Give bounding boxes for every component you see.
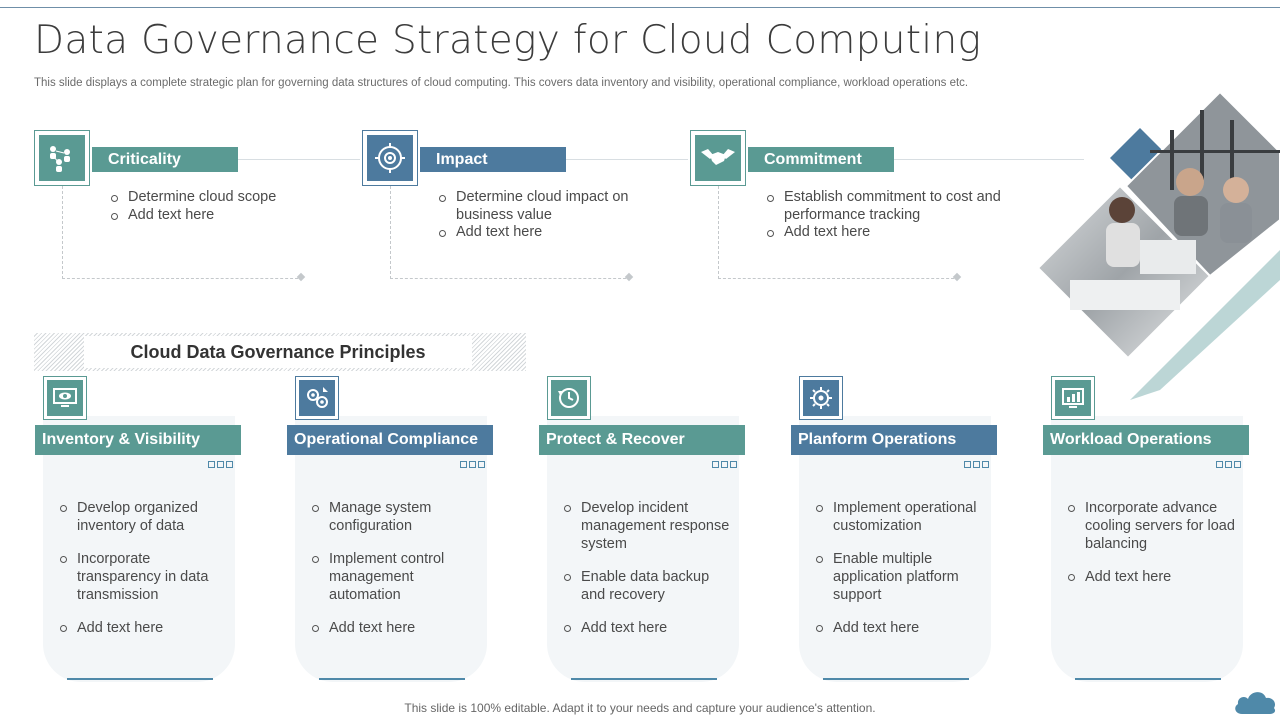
connector-end-dot <box>952 272 962 282</box>
connector-end-dot <box>296 272 306 282</box>
step-criticality: Criticality Determine cloud scope Add te… <box>34 130 364 290</box>
workload-monitor-icon <box>1055 380 1091 416</box>
card-bullets: Develop incident management response sys… <box>563 499 733 652</box>
bullet-item: Add text here <box>59 619 229 637</box>
bullet-item: Enable data backup and recovery <box>563 568 733 604</box>
card-header: Protect & Recover <box>539 425 745 455</box>
card-bullets: Develop organized inventory of data Inco… <box>59 499 229 652</box>
timeline-line <box>894 159 1084 160</box>
card-header: Workload Operations <box>1043 425 1249 455</box>
bullet-item: Add text here <box>1067 568 1237 586</box>
step-label: Commitment <box>748 147 894 172</box>
step-connector <box>62 186 303 279</box>
card-bullets: Implement operational customization Enab… <box>815 499 985 652</box>
step-bullets: Determine cloud impact on business value… <box>438 189 678 242</box>
bullet-item: Establish commitment to cost and perform… <box>766 189 1006 224</box>
card-underline <box>319 678 465 680</box>
card-underline <box>1075 678 1221 680</box>
bullet-item: Enable multiple application platform sup… <box>815 550 985 604</box>
bullet-item: Add text here <box>311 619 481 637</box>
card-icon-frame <box>799 376 843 420</box>
team-photo-collage <box>1030 90 1280 400</box>
principle-card-protect-recover: Protect & Recover Develop incident manag… <box>539 376 745 684</box>
card-icon-frame <box>43 376 87 420</box>
card-bullets: Manage system configuration Implement co… <box>311 499 481 652</box>
top-rule <box>0 7 1280 8</box>
bullet-item: Add text here <box>110 207 350 225</box>
monitor-eye-icon <box>47 380 83 416</box>
card-dots <box>712 461 737 468</box>
photo-panel-left <box>1038 186 1210 358</box>
card-underline <box>67 678 213 680</box>
bullet-item: Add text here <box>563 619 733 637</box>
card-dots <box>208 461 233 468</box>
bullet-item: Manage system configuration <box>311 499 481 535</box>
step-commitment: Commitment Establish commitment to cost … <box>690 130 1020 290</box>
light-stripe <box>1130 250 1280 400</box>
step-icon-frame <box>34 130 90 186</box>
principles-title: Cloud Data Governance Principles <box>84 336 472 368</box>
card-dots <box>964 461 989 468</box>
principle-card-inventory: Inventory & Visibility Develop organized… <box>35 376 241 684</box>
bullet-item: Determine cloud impact on business value <box>438 189 678 224</box>
slide-subtitle: This slide displays a complete strategic… <box>34 77 969 89</box>
card-header: Inventory & Visibility <box>35 425 241 455</box>
step-impact: Impact Determine cloud impact on busines… <box>362 130 692 290</box>
footer-note: This slide is 100% editable. Adapt it to… <box>404 701 876 715</box>
card-dots <box>460 461 485 468</box>
card-dots <box>1216 461 1241 468</box>
bullet-item: Determine cloud scope <box>110 189 350 207</box>
cloud-icon <box>1232 686 1278 721</box>
bullet-item: Implement operational customization <box>815 499 985 535</box>
bullet-item: Incorporate transparency in data transmi… <box>59 550 229 604</box>
step-bullets: Establish commitment to cost and perform… <box>766 189 1006 242</box>
step-label: Impact <box>420 147 566 172</box>
bullet-item: Add text here <box>766 224 1006 242</box>
card-icon-frame <box>547 376 591 420</box>
card-background <box>1051 416 1243 682</box>
principle-card-workload-operations: Workload Operations Incorporate advance … <box>1043 376 1249 684</box>
card-bullets: Incorporate advance cooling servers for … <box>1067 499 1237 601</box>
card-icon-frame <box>295 376 339 420</box>
gears-icon <box>299 380 335 416</box>
step-connector <box>390 186 631 279</box>
card-icon-frame <box>1051 376 1095 420</box>
card-background <box>43 416 235 682</box>
bullet-item: Incorporate advance cooling servers for … <box>1067 499 1237 553</box>
step-label: Criticality <box>92 147 238 172</box>
bullet-item: Develop incident management response sys… <box>563 499 733 553</box>
handshake-icon <box>695 135 741 181</box>
card-underline <box>823 678 969 680</box>
connector-end-dot <box>624 272 634 282</box>
principle-card-planform-operations: Planform Operations Implement operationa… <box>791 376 997 684</box>
step-connector <box>718 186 959 279</box>
card-header: Operational Compliance <box>287 425 493 455</box>
card-background <box>547 416 739 682</box>
step-icon-frame <box>690 130 746 186</box>
slide-title: Data Governance Strategy for Cloud Compu… <box>34 18 982 63</box>
timeline-line <box>566 159 688 160</box>
card-background <box>295 416 487 682</box>
card-background <box>799 416 991 682</box>
card-header: Planform Operations <box>791 425 997 455</box>
people-network-icon <box>39 135 85 181</box>
bullet-item: Add text here <box>438 224 678 242</box>
clock-recover-icon <box>551 380 587 416</box>
timeline-line <box>238 159 360 160</box>
principle-card-operational-compliance: Operational Compliance Manage system con… <box>287 376 493 684</box>
card-underline <box>571 678 717 680</box>
principles-banner: Cloud Data Governance Principles <box>34 333 526 371</box>
gear-dollar-icon <box>803 380 839 416</box>
bullet-item: Add text here <box>815 619 985 637</box>
step-icon-frame <box>362 130 418 186</box>
bullet-item: Implement control management automation <box>311 550 481 604</box>
gear-target-icon <box>367 135 413 181</box>
step-bullets: Determine cloud scope Add text here <box>110 189 350 224</box>
bullet-item: Develop organized inventory of data <box>59 499 229 535</box>
